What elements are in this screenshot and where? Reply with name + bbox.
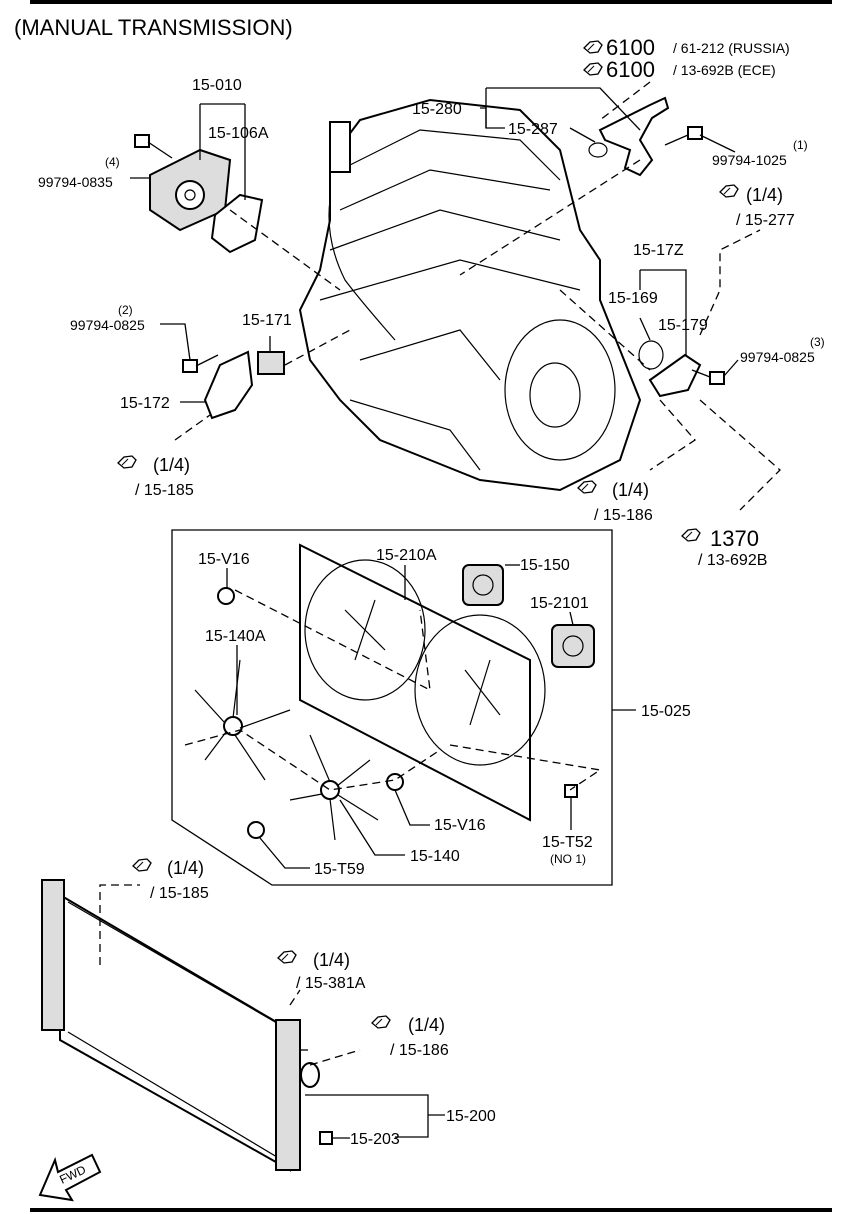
- ref-15-185-top: (1/4) / 15-185: [117, 455, 194, 499]
- fan-shroud-15-210A: [299, 543, 546, 822]
- ref-15-185-top-num: (1/4): [153, 455, 190, 475]
- radiator-15-200: [41, 879, 320, 1172]
- fan-15-140A: [194, 659, 291, 781]
- label-15-106A: 15-106A: [208, 125, 269, 142]
- label-15-203: 15-203: [350, 1131, 400, 1148]
- label-15-2101: 15-2101: [530, 595, 589, 612]
- ref-15-185-bottom-tail: / 15-185: [150, 885, 209, 902]
- water-pipe-15-280: [588, 96, 670, 177]
- ref-15-381A: (1/4) / 15-381A: [277, 950, 366, 992]
- label-15-172: 15-172: [120, 395, 170, 412]
- bolt-99794-0825-right: [691, 369, 725, 385]
- ref-1370-tail: / 13-692B: [698, 552, 767, 569]
- ref-15-186-top: (1/4) / 15-186: [577, 480, 653, 524]
- ref-15-186-bottom-tail: / 15-186: [390, 1042, 449, 1059]
- label-15-140A: 15-140A: [205, 628, 266, 645]
- label-qty-4: (4): [105, 155, 120, 169]
- bolt-99794-1025: [664, 126, 703, 146]
- ref-1370: 1370 / 13-692B: [681, 526, 767, 569]
- o-ring-15-169: [638, 340, 664, 370]
- label-99794-0835: 99794-0835: [38, 174, 113, 190]
- label-15-169: 15-169: [608, 290, 658, 307]
- label-15-287: 15-287: [508, 121, 558, 138]
- diagram-title: (MANUAL TRANSMISSION): [14, 15, 293, 40]
- label-15-010: 15-010: [192, 77, 242, 94]
- ref-6100-russia-num: 6100: [606, 35, 655, 60]
- label-15-179: 15-179: [658, 317, 708, 334]
- ref-15-277-tail: / 15-277: [736, 212, 795, 229]
- ref-6100-ece: 6100 / 13-692B (ECE): [583, 57, 776, 82]
- bolt-15-T52: [564, 784, 578, 830]
- bolt-99794-0825-left: [182, 354, 219, 373]
- ref-6100-russia-tail: / 61-212 (RUSSIA): [673, 40, 790, 56]
- label-15-200: 15-200: [446, 1108, 496, 1125]
- top-border: [30, 0, 832, 4]
- fan-motor-15-150: [462, 564, 504, 606]
- ref-15-277: (1/4) / 15-277: [719, 184, 795, 229]
- nut-15-V16-top: [217, 587, 235, 605]
- ref-15-185-top-tail: / 15-185: [135, 482, 194, 499]
- ref-15-381A-num: (1/4): [313, 950, 350, 970]
- fan-assembly-box: [171, 529, 613, 886]
- label-15-171: 15-171: [242, 312, 292, 329]
- label-15-V16-top: 15-V16: [198, 551, 250, 568]
- outlet-15-179: [648, 353, 702, 398]
- fan-motor-15-2101: [551, 624, 595, 668]
- ref-1370-num: 1370: [710, 526, 759, 551]
- fan-15-140: [289, 734, 379, 841]
- label-qty-3: (3): [810, 335, 825, 349]
- bottom-border: [30, 1208, 832, 1212]
- thermostat-cover-15-172: [203, 350, 254, 420]
- ref-15-277-num: (1/4): [746, 185, 783, 205]
- bolt-15-203: [319, 1131, 333, 1145]
- pump-gasket: [210, 193, 264, 254]
- ref-15-381A-tail: / 15-381A: [296, 975, 366, 992]
- ref-15-186-bottom-num: (1/4): [408, 1015, 445, 1035]
- label-15-T52: 15-T52: [542, 834, 593, 851]
- label-15-V16-bottom: 15-V16: [434, 817, 486, 834]
- label-15-210A: 15-210A: [376, 547, 437, 564]
- label-15-T59: 15-T59: [314, 861, 365, 878]
- nut-15-T59: [247, 821, 265, 839]
- ref-15-185-bottom-num: (1/4): [167, 858, 204, 878]
- ref-15-185-bottom: (1/4) / 15-185: [132, 858, 209, 902]
- ref-6100-russia: 6100 / 61-212 (RUSSIA): [583, 35, 790, 60]
- ref-6100-ece-num: 6100: [606, 57, 655, 82]
- label-99794-1025: 99794-1025: [712, 152, 787, 168]
- label-qty-1: (1): [793, 138, 808, 152]
- label-15-280: 15-280: [412, 101, 462, 118]
- label-15-140: 15-140: [410, 848, 460, 865]
- label-15-17Z: 15-17Z: [633, 242, 684, 259]
- ref-15-186-bottom: (1/4) / 15-186: [371, 1015, 449, 1059]
- label-99794-0825-left: 99794-0825: [70, 317, 145, 333]
- engine-assembly: [298, 98, 642, 492]
- label-qty-2: (2): [118, 303, 133, 317]
- ref-15-186-top-tail: / 15-186: [594, 507, 653, 524]
- label-15-150: 15-150: [520, 557, 570, 574]
- bolt-99794-0835: [134, 134, 173, 159]
- ref-15-186-top-num: (1/4): [612, 480, 649, 500]
- label-15-025: 15-025: [641, 703, 691, 720]
- ref-6100-ece-tail: / 13-692B (ECE): [673, 62, 776, 78]
- label-99794-0825-right: 99794-0825: [740, 349, 815, 365]
- fwd-arrow: FWD: [38, 1153, 102, 1202]
- label-no-1: (NO 1): [550, 852, 586, 866]
- thermostat-15-171: [257, 351, 285, 375]
